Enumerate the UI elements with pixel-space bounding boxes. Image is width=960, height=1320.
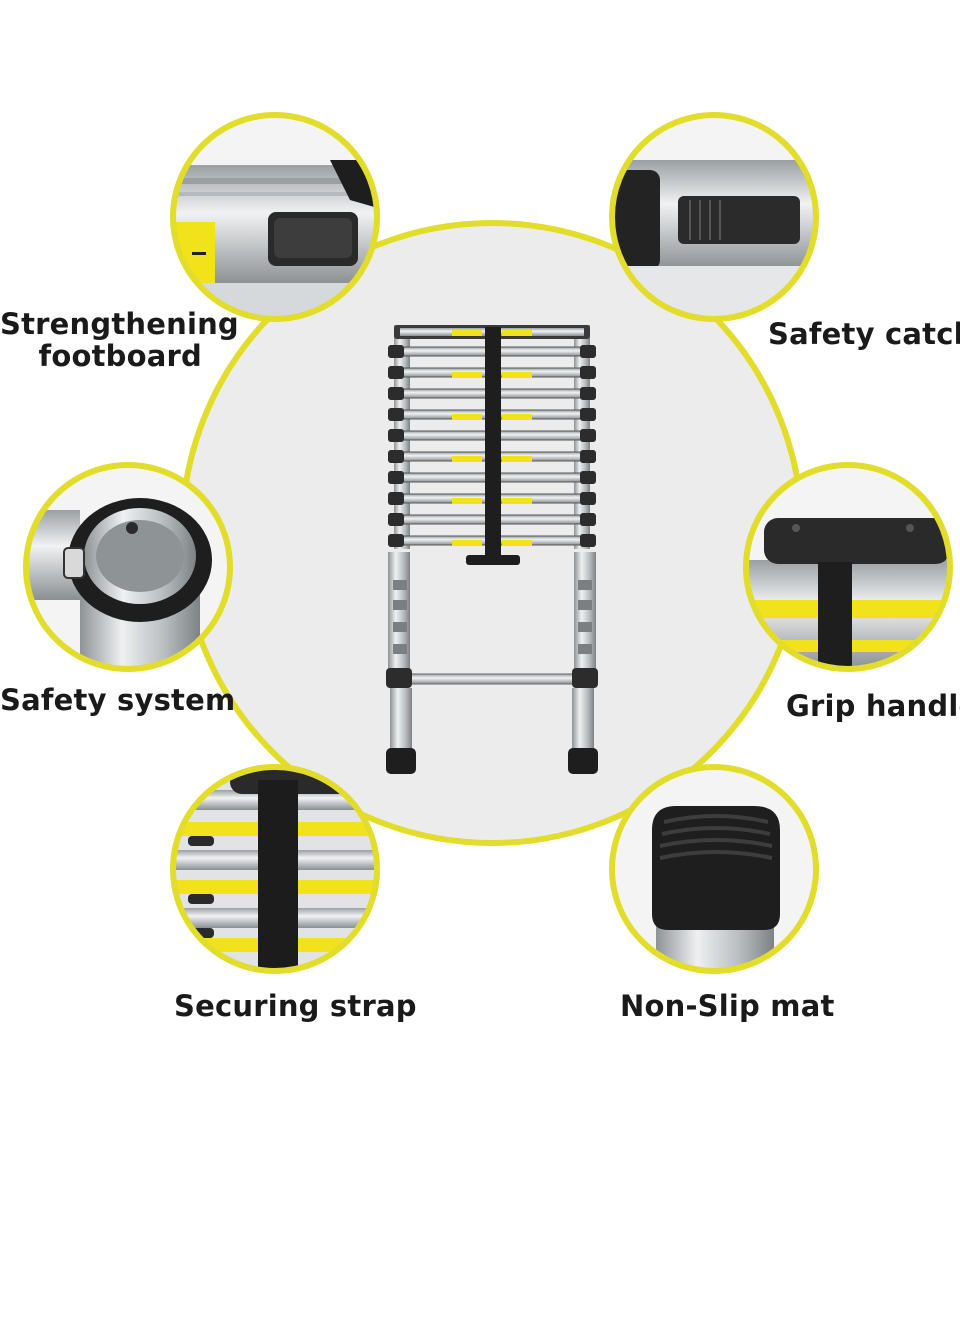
grip-handle-image — [743, 462, 953, 672]
label-securing-strap: Securing strap — [174, 989, 417, 1023]
safety-system-image — [23, 462, 233, 672]
safety-catch-image — [609, 112, 819, 322]
securing-strap-image — [170, 764, 380, 974]
label-strengthening-footboard: Strengthening footboard — [0, 307, 239, 373]
label-safety-catch: Safety catch — [768, 317, 960, 351]
label-safety-system: Safety system — [0, 683, 236, 717]
non-slip-mat-image — [609, 764, 819, 974]
strengthening-footboard-image — [170, 112, 380, 322]
label-non-slip-mat: Non-Slip mat — [620, 989, 835, 1023]
telescopic-ladder-image — [386, 325, 598, 774]
label-grip-handle: Grip handle — [786, 689, 960, 723]
